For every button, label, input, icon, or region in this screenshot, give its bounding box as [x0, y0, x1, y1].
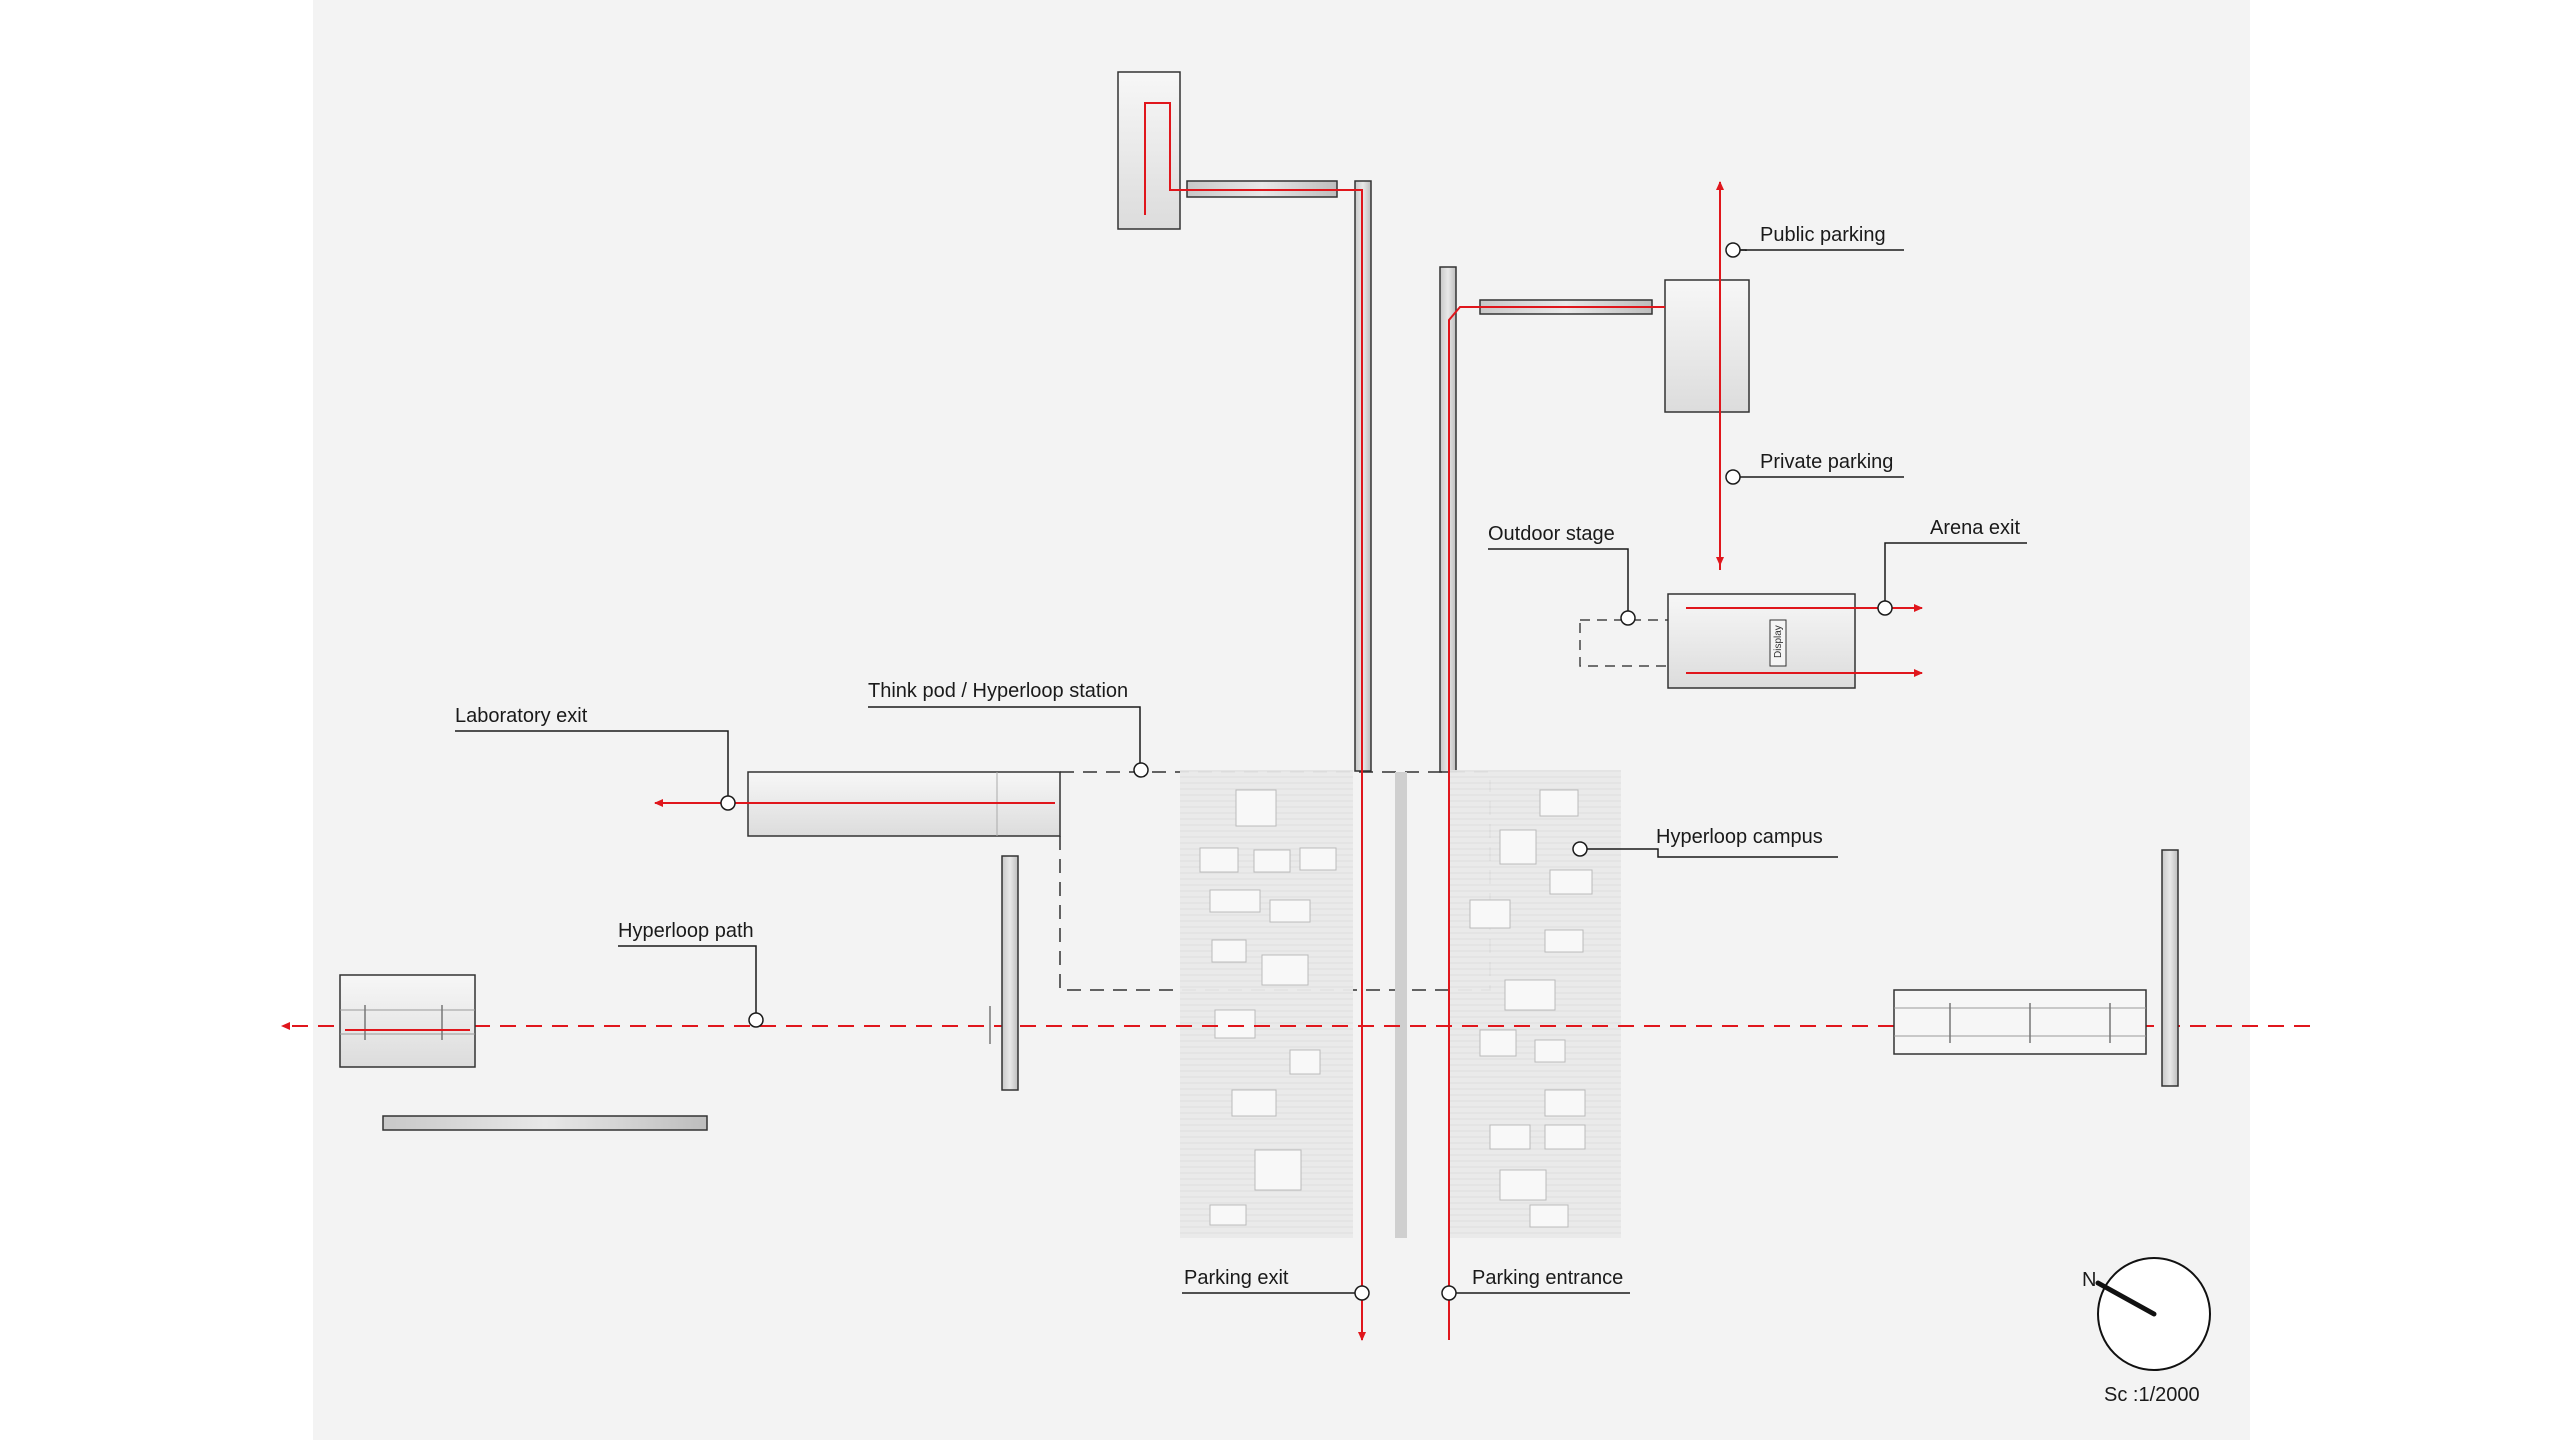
svg-text:Parking entrance: Parking entrance — [1472, 1267, 1623, 1289]
arena-building: Display — [1579, 593, 1923, 689]
svg-text:Hyperloop path: Hyperloop path — [618, 920, 754, 942]
mid-wall — [989, 855, 1019, 1091]
callout-public-parking: Public parking — [1725, 224, 1904, 258]
svg-text:Private parking: Private parking — [1760, 451, 1893, 473]
svg-text:Laboratory exit: Laboratory exit — [455, 705, 588, 727]
west-station — [339, 974, 476, 1068]
callout-hyperloop-path: Hyperloop path — [618, 920, 764, 1028]
callout-think-pod: Think pod / Hyperloop station — [868, 680, 1149, 778]
callout-parking-entrance: Parking entrance — [1441, 1267, 1630, 1301]
callout-laboratory-exit: Laboratory exit — [455, 705, 736, 811]
callout-outdoor-stage: Outdoor stage — [1488, 523, 1636, 626]
west-platform — [382, 1115, 708, 1131]
north-building-right — [1439, 266, 1750, 773]
svg-text:Public parking: Public parking — [1760, 224, 1886, 246]
callout-private-parking: Private parking — [1725, 451, 1904, 485]
svg-text:Outdoor stage: Outdoor stage — [1488, 523, 1615, 545]
callout-arena-exit: Arena exit — [1877, 517, 2027, 616]
scale-label: Sc :1/2000 — [2104, 1384, 2200, 1406]
north-compass: N — [2082, 1257, 2211, 1371]
callout-parking-exit: Parking exit — [1182, 1267, 1370, 1301]
svg-text:Hyperloop campus: Hyperloop campus — [1656, 826, 1823, 848]
svg-text:Parking exit: Parking exit — [1184, 1267, 1289, 1289]
svg-text:Think pod / Hyperloop station: Think pod / Hyperloop station — [868, 680, 1128, 702]
north-label: N — [2082, 1269, 2096, 1291]
hyperloop-campus — [1180, 770, 1621, 1341]
svg-text:Arena exit: Arena exit — [1930, 517, 2020, 539]
display-label: Display — [1773, 625, 1784, 658]
callout-hyperloop-campus: Hyperloop campus — [1572, 826, 1838, 858]
east-station — [1893, 849, 2179, 1087]
north-building-left — [1117, 71, 1372, 772]
